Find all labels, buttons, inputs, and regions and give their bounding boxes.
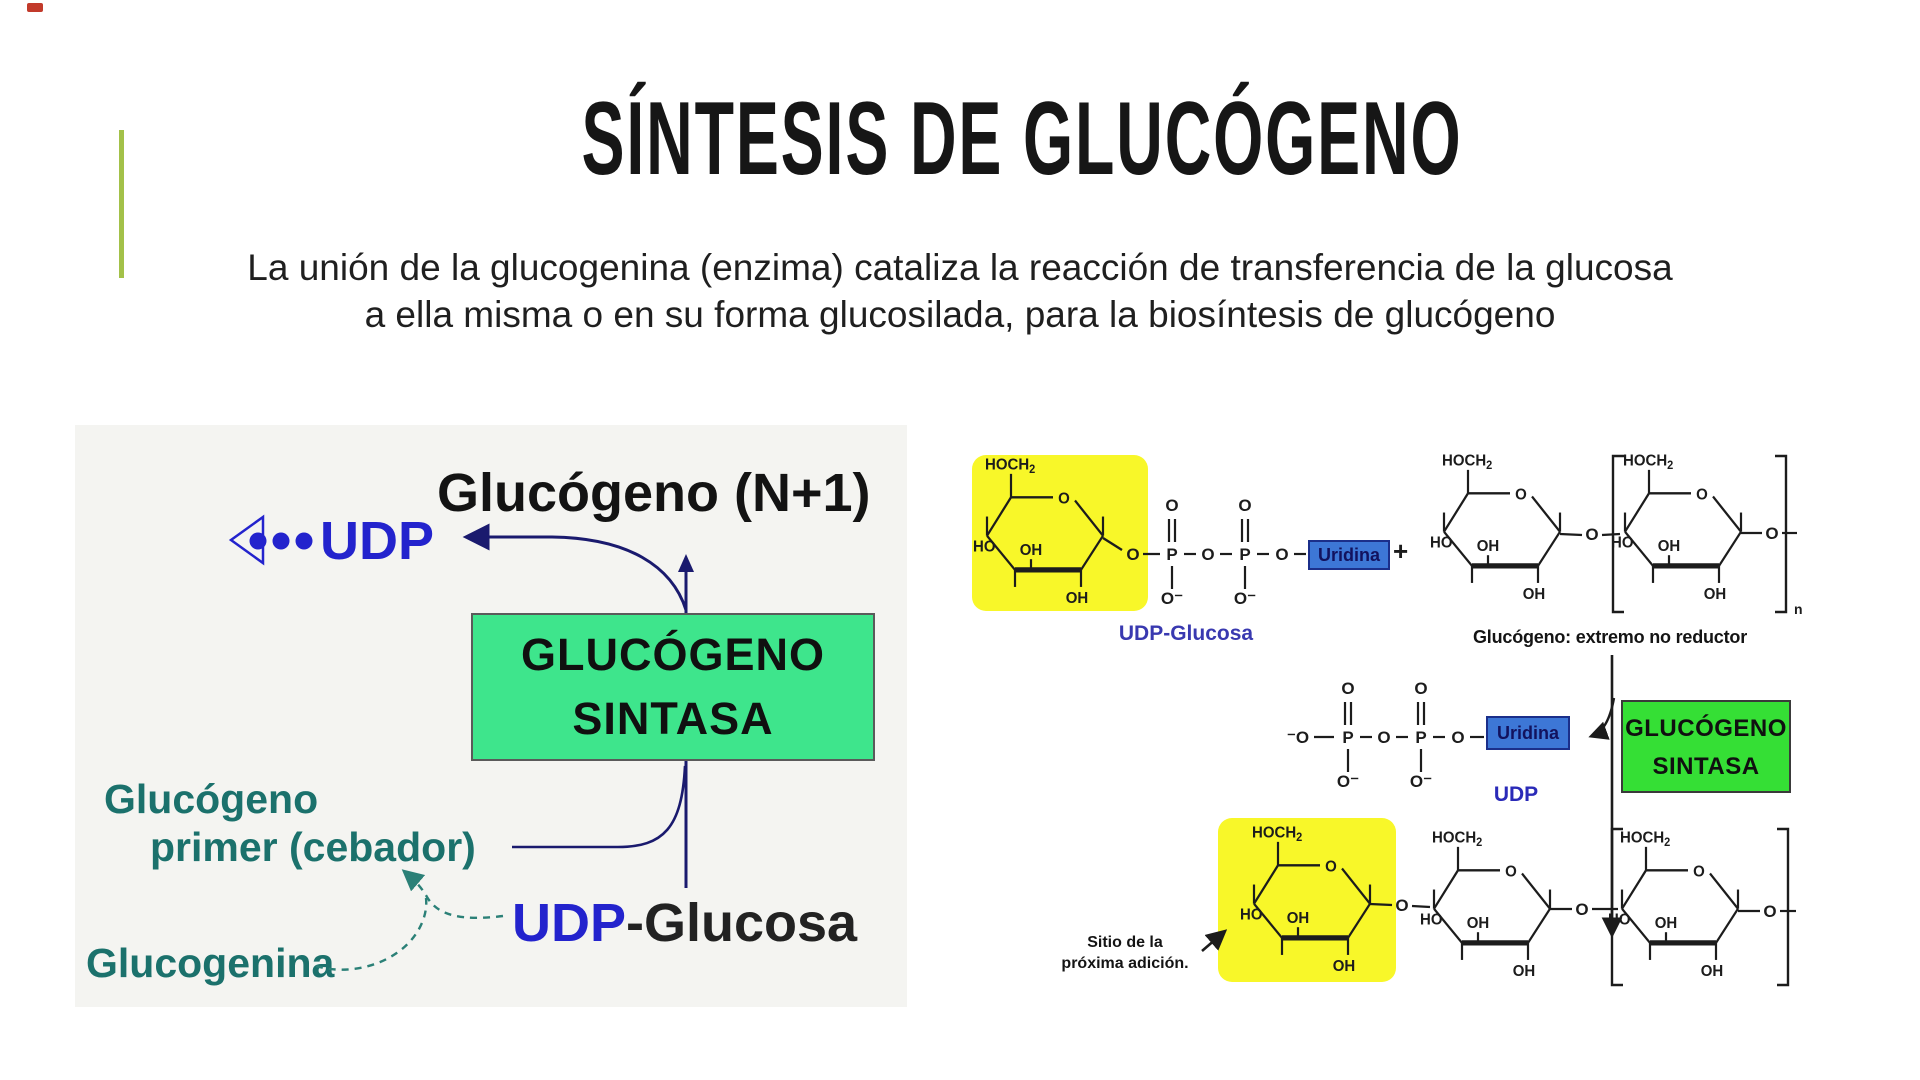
repeat-subscript-n: n (1794, 601, 1803, 617)
enzyme-name-line1: GLUCÓGENO (520, 629, 825, 680)
chemical-structures: HOCH2 O OH HO OH HOCH2 O OH HO OH HOCH2 … (973, 452, 1797, 980)
plus-sign: + (1393, 536, 1409, 566)
svg-text:HO: HO (1611, 534, 1633, 552)
site-line1: Sitio de la (1087, 934, 1163, 951)
substrate-udp-part: UDP (512, 893, 627, 953)
polymer-brackets (1610, 454, 1790, 987)
svg-text:O: O (1763, 902, 1776, 921)
svg-text:O: O (1575, 900, 1588, 919)
primer-connector-line (512, 765, 687, 849)
svg-text:P: P (1342, 728, 1353, 747)
svg-text:OH: OH (1655, 915, 1677, 933)
glycogen-synthase-box-right: GLUCÓGENO SINTASA (1621, 700, 1791, 793)
udp-caption: UDP (1493, 783, 1539, 806)
svg-text:O: O (1325, 858, 1337, 876)
site-pointer-arrow (1201, 929, 1228, 952)
svg-text:OH: OH (1333, 958, 1355, 976)
svg-text:HO: HO (973, 538, 995, 556)
svg-text:O⁻: O⁻ (1410, 772, 1432, 791)
glycogen-synthase-box: GLUCÓGENO SINTASA (471, 613, 875, 761)
svg-text:O: O (1341, 679, 1354, 698)
svg-text:HOCH2: HOCH2 (1252, 824, 1302, 844)
svg-text:OH: OH (1020, 542, 1042, 560)
svg-text:HO: HO (1430, 534, 1452, 552)
svg-text:HO: HO (1240, 906, 1262, 924)
glucogenina-dashed-tail (315, 897, 428, 971)
svg-text:O: O (1126, 545, 1139, 564)
svg-text:OH: OH (1066, 590, 1088, 608)
svg-text:O⁻: O⁻ (1234, 589, 1256, 608)
svg-text:O: O (1275, 545, 1288, 564)
udp-branch-arrow (1588, 697, 1616, 740)
udp-release-label: UDP (320, 511, 435, 571)
corner-artifact (27, 3, 43, 12)
svg-text:⁻O: ⁻O (1287, 728, 1309, 747)
svg-text:O: O (1377, 728, 1390, 747)
svg-text:O: O (1414, 679, 1427, 698)
page-title: SÍNTESIS DE GLUCÓGENO (581, 81, 1463, 197)
glucogenina-label: Glucogenina (86, 940, 335, 986)
svg-text:OH: OH (1701, 963, 1723, 981)
enzyme-right-line2: SINTASA (1652, 753, 1760, 780)
body-text: La unión de la glucogenina (enzima) cata… (0, 244, 1920, 338)
svg-text:O: O (1693, 863, 1705, 881)
svg-text:O: O (1696, 486, 1708, 504)
next-addition-site-caption: Sitio de la próxima adición. (1055, 932, 1195, 974)
udp-glucosa-caption: UDP-Glucosa (1118, 622, 1254, 645)
svg-text:O: O (1165, 496, 1178, 515)
svg-text:O: O (1238, 496, 1251, 515)
uridina-box-top: Uridina (1308, 540, 1390, 570)
svg-text:P: P (1166, 545, 1177, 564)
svg-text:HOCH2: HOCH2 (1623, 452, 1673, 472)
svg-text:OH: OH (1513, 963, 1535, 981)
svg-text:HO: HO (1608, 911, 1630, 929)
svg-text:O: O (1505, 863, 1517, 881)
svg-text:P: P (1239, 545, 1250, 564)
substrate-glucosa-part: -Glucosa (626, 893, 858, 953)
svg-text:OH: OH (1523, 586, 1545, 604)
svg-text:OH: OH (1467, 915, 1489, 933)
body-line-2: a ella misma o en su forma glucosilada, … (364, 294, 1556, 335)
primer-label-line2: primer (cebador) (150, 824, 476, 870)
glycogen-product-label: Glucógeno (N+1) (437, 463, 871, 523)
svg-text:O: O (1395, 896, 1408, 915)
glycogen-nonreducing-end-caption: Glucógeno: extremo no reductor (1472, 627, 1748, 647)
svg-text:O: O (1765, 524, 1778, 543)
svg-text:OH: OH (1658, 538, 1680, 556)
svg-text:OH: OH (1704, 586, 1726, 604)
accent-bar (119, 130, 124, 278)
svg-text:OH: OH (1287, 910, 1309, 928)
udp-direction-icon (228, 514, 313, 566)
svg-text:P: P (1415, 728, 1426, 747)
enzyme-right-line1: GLUCÓGENO (1625, 715, 1787, 742)
svg-text:HOCH2: HOCH2 (985, 456, 1035, 476)
udp-glucose-substrate-label: UDP-Glucosa (512, 892, 857, 954)
svg-text:O: O (1585, 525, 1598, 544)
body-line-1: La unión de la glucogenina (enzima) cata… (247, 247, 1673, 288)
enzyme-name-line2: SINTASA (572, 693, 774, 744)
svg-text:O: O (1058, 490, 1070, 508)
udp-release-arrow (462, 523, 688, 611)
svg-text:HOCH2: HOCH2 (1442, 452, 1492, 472)
svg-text:HOCH2: HOCH2 (1620, 829, 1670, 849)
svg-text:O⁻: O⁻ (1161, 589, 1183, 608)
svg-text:O: O (1451, 728, 1464, 747)
svg-text:OH: OH (1477, 538, 1499, 556)
site-line2: próxima adición. (1061, 955, 1189, 972)
svg-text:O⁻: O⁻ (1337, 772, 1359, 791)
svg-text:O: O (1201, 545, 1214, 564)
svg-text:HOCH2: HOCH2 (1432, 829, 1482, 849)
uridina-box-middle: Uridina (1486, 716, 1570, 750)
highlight-glucose-box-top (972, 455, 1148, 611)
glucogenina-dashed-arrow (401, 869, 504, 919)
svg-text:HO: HO (1420, 911, 1442, 929)
primer-label-line1: Glucógeno (104, 776, 319, 822)
left-up-arrow (678, 554, 694, 888)
svg-text:O: O (1515, 486, 1527, 504)
